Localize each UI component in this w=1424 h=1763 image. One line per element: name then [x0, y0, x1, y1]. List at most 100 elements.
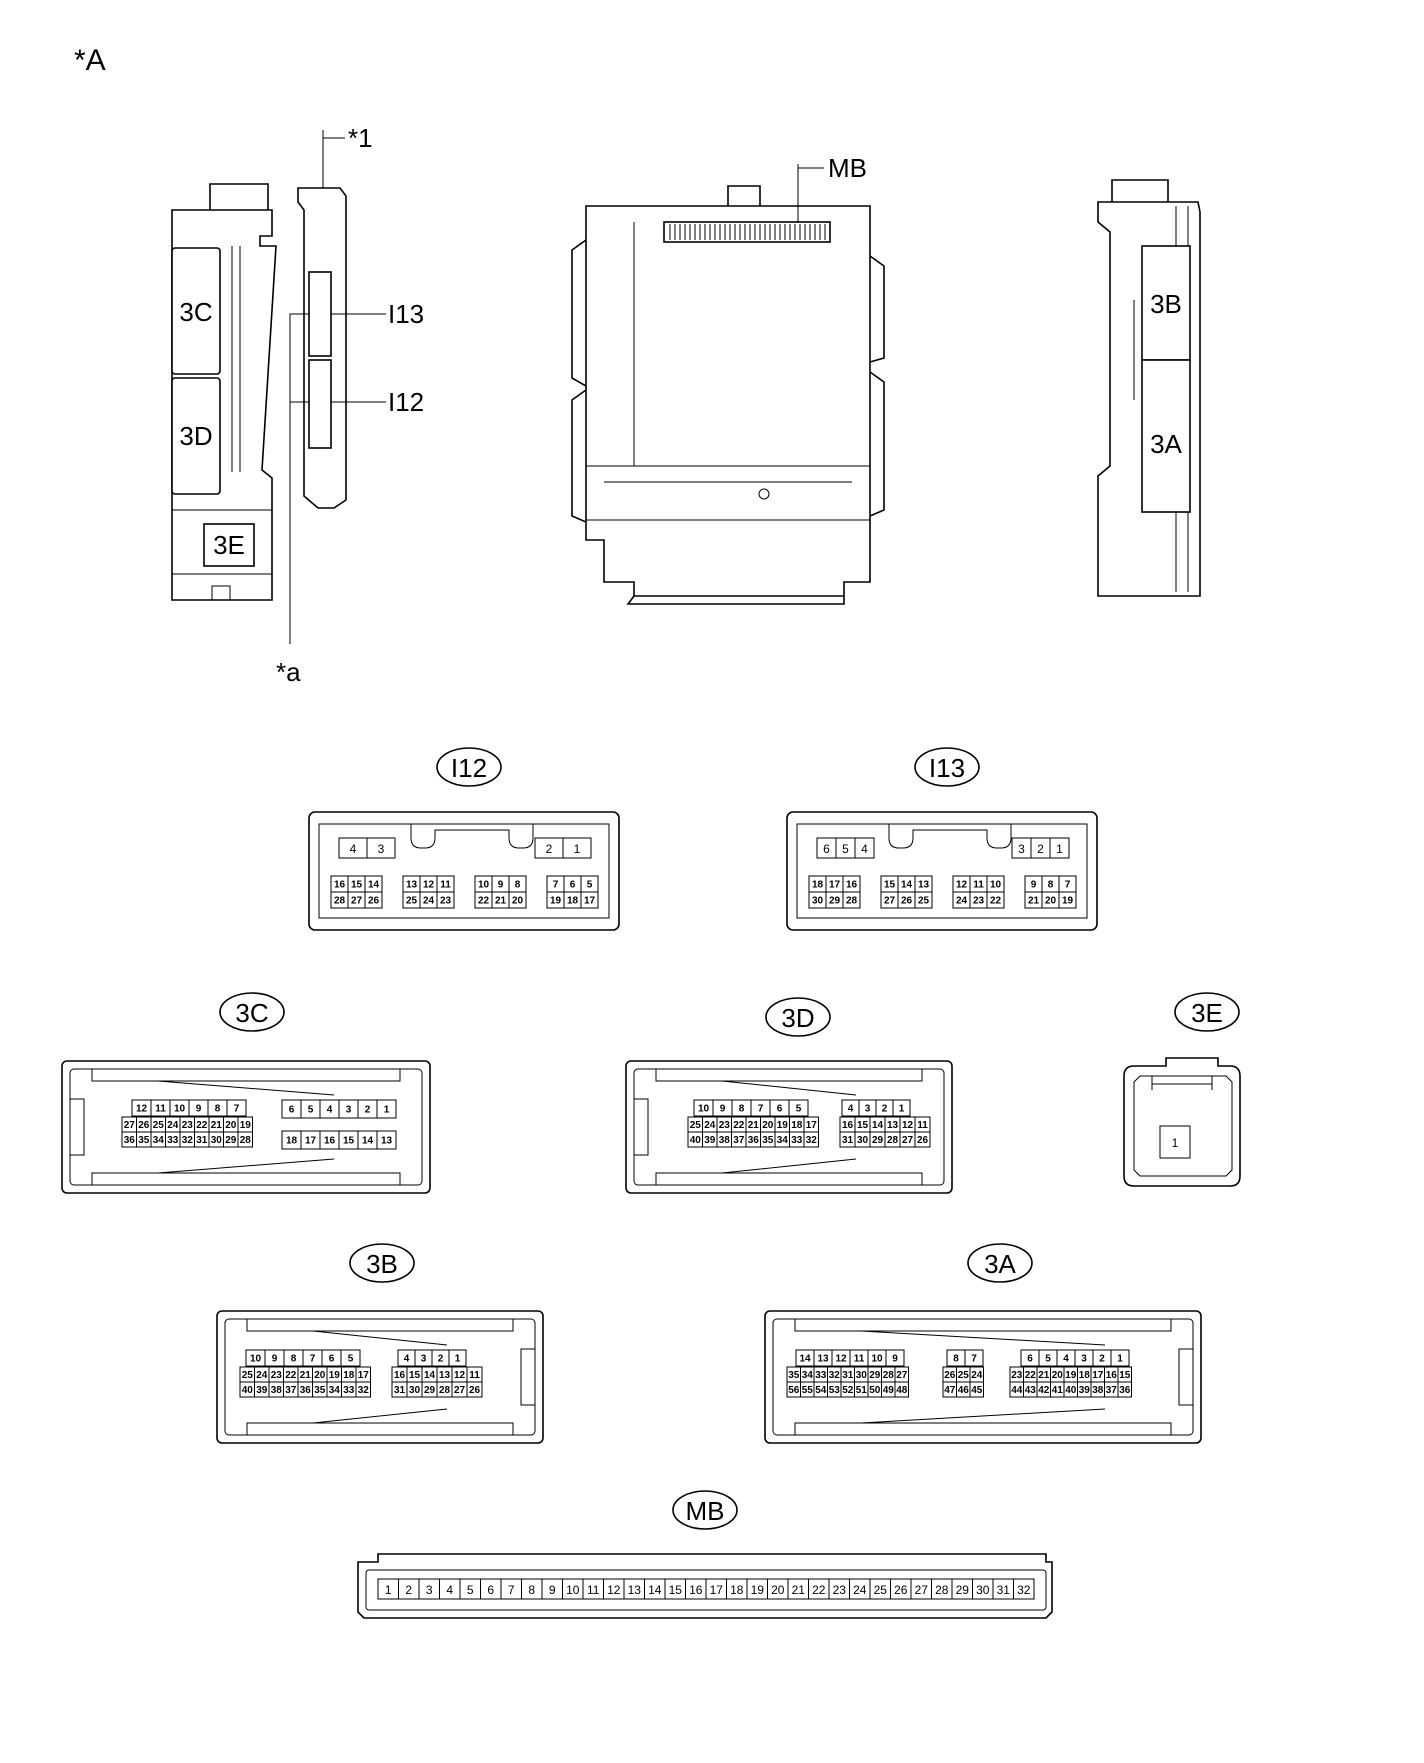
pin-number: 20: [1052, 1370, 1064, 1381]
pin-cell-15: 15: [406, 1366, 423, 1383]
pin-number: 31: [196, 1135, 208, 1146]
pin-cell-35: 35: [136, 1131, 152, 1148]
pin-cell-37: 37: [283, 1381, 299, 1398]
connector-code-oval: MB: [672, 1490, 738, 1530]
pin-number: 22: [478, 896, 490, 907]
pin-cell-50: 50: [867, 1381, 882, 1398]
pin-cell-24: 24: [969, 1366, 984, 1383]
housing-label-3b: 3B: [1150, 289, 1182, 319]
pin-number: 27: [351, 896, 363, 907]
pin-cell-20: 20: [1050, 1366, 1065, 1383]
pin-cell-7: 7: [546, 875, 565, 893]
pin-number: 21: [1028, 896, 1040, 907]
pin-number: 1: [385, 1583, 392, 1597]
pin-cell-8: 8: [946, 1349, 966, 1367]
pin-cell-27: 27: [910, 1578, 932, 1600]
side-tab: [70, 1098, 85, 1156]
connector-3e: 3E1: [1123, 992, 1241, 1187]
pin-cell-27: 27: [347, 891, 366, 909]
pin-number: 44: [1011, 1385, 1023, 1396]
pin-number: 28: [240, 1135, 252, 1146]
pin-number: 34: [329, 1385, 341, 1396]
pin-cell-11: 11: [436, 875, 455, 893]
pin-number: 10: [698, 1104, 710, 1115]
pin-cell-8: 8: [1041, 875, 1060, 893]
pin-number: 37: [1106, 1385, 1118, 1396]
pin-cell-23: 23: [1009, 1366, 1024, 1383]
pin-number: 19: [240, 1120, 252, 1131]
pin-number: 22: [812, 1583, 826, 1597]
pin-cell-14: 14: [364, 875, 383, 893]
pin-number: 25: [406, 896, 418, 907]
pin-number: 21: [211, 1120, 223, 1131]
latch-bottom: [655, 1172, 923, 1185]
pin-number: 5: [348, 1354, 354, 1365]
pin-number: 29: [424, 1385, 436, 1396]
pin-cell-24: 24: [419, 891, 438, 909]
pin-cell-3: 3: [1074, 1349, 1094, 1367]
pin-cell-1: 1: [377, 1578, 399, 1600]
pin-cell-10: 10: [693, 1099, 714, 1117]
pin-cell-31: 31: [992, 1578, 1014, 1600]
pin-number: 6: [823, 842, 830, 856]
pin-number: 4: [848, 1104, 854, 1115]
pin-cell-2: 2: [431, 1349, 450, 1367]
pin-cell-21: 21: [1024, 891, 1043, 909]
pin-cell-5: 5: [300, 1099, 321, 1119]
pin-cell-27: 27: [894, 1366, 909, 1383]
pin-cell-28: 28: [884, 1131, 901, 1148]
pin-number: 14: [872, 1120, 884, 1131]
pin-number: 25: [242, 1370, 254, 1381]
pin-number: 21: [748, 1120, 760, 1131]
pin-number: 27: [915, 1583, 929, 1597]
pin-cell-20: 20: [1041, 891, 1060, 909]
guide-line: [860, 1408, 1106, 1424]
pin-number: 7: [553, 880, 559, 891]
pin-cell-55: 55: [800, 1381, 815, 1398]
pin-cell-4: 4: [397, 1349, 416, 1367]
pin-cell-4: 4: [854, 837, 875, 859]
pin-cell-3: 3: [414, 1349, 433, 1367]
pin-number: 10: [566, 1583, 580, 1597]
pin-cell-56: 56: [786, 1381, 801, 1398]
connector-code-oval: 3B: [349, 1243, 415, 1283]
pin-number: 26: [917, 1135, 929, 1146]
figure-label: *A: [74, 44, 106, 77]
pin-cell-3: 3: [858, 1099, 877, 1117]
pin-number: 18: [567, 896, 579, 907]
pin-cell-26: 26: [897, 891, 916, 909]
pin-cell-6: 6: [480, 1578, 502, 1600]
pin-cell-12: 12: [831, 1349, 851, 1367]
pin-cell-20: 20: [312, 1366, 328, 1383]
pin-cell-11: 11: [914, 1116, 931, 1133]
pin-cell-5: 5: [1038, 1349, 1058, 1367]
pin-cell-17: 17: [580, 891, 599, 909]
pin-cell-20: 20: [508, 891, 527, 909]
pin-cell-25: 25: [402, 891, 421, 909]
pin-cell-23: 23: [268, 1366, 284, 1383]
pin-number: 23: [973, 896, 985, 907]
pin-number: 50: [869, 1385, 881, 1396]
pin-number: 20: [225, 1120, 237, 1131]
pin-cell-25: 25: [687, 1116, 703, 1133]
pin-cell-32: 32: [355, 1381, 371, 1398]
pin-cell-26: 26: [890, 1578, 912, 1600]
pin-cell-8: 8: [521, 1578, 543, 1600]
pin-cell-13: 13: [813, 1349, 833, 1367]
pin-cell-35: 35: [312, 1381, 328, 1398]
pin-number: 35: [314, 1385, 326, 1396]
pin-cell-14: 14: [644, 1578, 666, 1600]
pin-number: 53: [829, 1385, 841, 1396]
pin-cell-12: 12: [451, 1366, 468, 1383]
pin-number: 25: [958, 1370, 970, 1381]
pin-number: 21: [792, 1583, 806, 1597]
pin-cell-11: 11: [466, 1366, 483, 1383]
pin-cell-17: 17: [300, 1130, 321, 1150]
pin-cell-21: 21: [208, 1116, 224, 1133]
pin-number: 36: [1119, 1385, 1131, 1396]
pin-number: 28: [334, 896, 346, 907]
